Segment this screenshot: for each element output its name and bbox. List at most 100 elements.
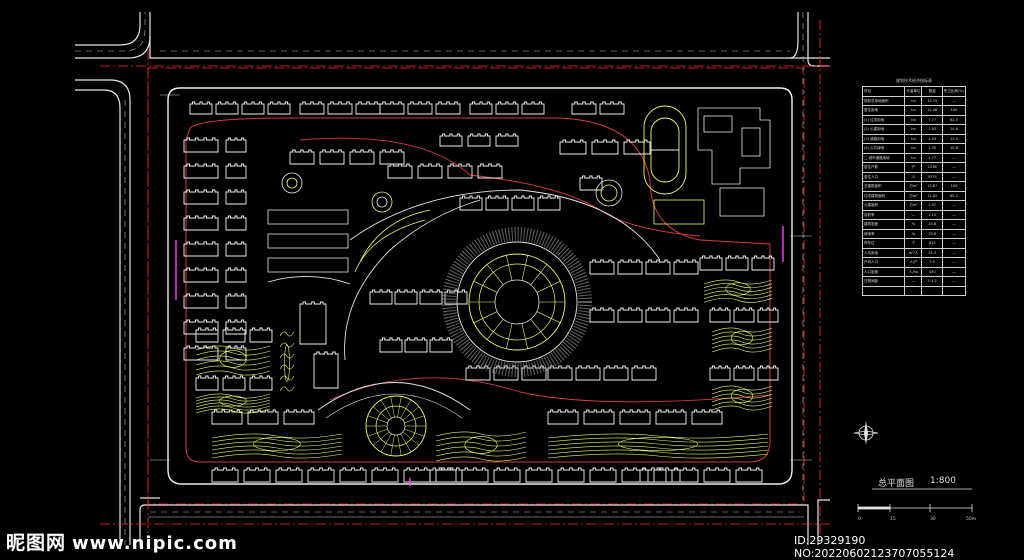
building-footprint (225, 163, 247, 179)
garden-path (211, 449, 343, 455)
building-footprint (735, 467, 763, 483)
building-footprint (733, 307, 755, 323)
inner-ring-road (185, 117, 771, 463)
building-footprint (319, 149, 345, 165)
table-cell: 住宅建筑面积 (861, 190, 906, 201)
garden-path (279, 342, 295, 348)
building-footprint (461, 467, 489, 483)
building-footprint (183, 345, 219, 361)
garden-pond (730, 330, 754, 346)
building-footprint (349, 149, 375, 165)
table-cell: m²/人 (904, 247, 923, 258)
garden-path (711, 401, 773, 407)
table-cell: ha (904, 105, 923, 116)
table-cell: 15.75 (921, 95, 943, 106)
table-cell: 人/户 (904, 257, 923, 268)
garden-path (703, 297, 773, 303)
building-footprint (557, 467, 585, 483)
garden-path (435, 456, 527, 462)
garden-path (711, 393, 773, 399)
building-footprint (339, 467, 367, 483)
table-cell: 公建面积 (861, 200, 906, 211)
table-cell: — (941, 209, 967, 220)
building-footprint (247, 409, 279, 425)
table-cell: 万m² (904, 181, 923, 192)
garden-path (547, 433, 769, 439)
garden-path (703, 294, 773, 300)
watermark-image-id: ID:29329190 NO:20220602123707055124 (794, 534, 955, 560)
plaza-spoke (372, 406, 390, 421)
building-footprint (703, 467, 731, 483)
table-cell: 户 (904, 162, 923, 173)
south-round-plaza (317, 382, 471, 457)
small-plazas (281, 172, 623, 213)
scale-label: 30 (930, 516, 936, 522)
landscape-gardens (195, 279, 773, 462)
building-footprint (215, 101, 239, 115)
garden-path (211, 453, 343, 459)
plaza-spoke (530, 319, 548, 340)
table-cell: — (941, 247, 967, 258)
building-footprint (547, 365, 573, 381)
scale-label: 15 (890, 516, 896, 522)
building-footprint (394, 289, 418, 305)
building-footprint (289, 149, 315, 165)
building-footprint (617, 259, 643, 275)
table-cell: 1.97 (921, 200, 943, 211)
plaza-spoke (404, 428, 425, 437)
plaza-spoke (397, 434, 402, 456)
building-footprint (511, 195, 535, 211)
table-row: 容积率—1.10— (861, 209, 967, 220)
table-cell: (2) 公建用地 (861, 124, 906, 135)
table-cell: 规划总用地面积 (861, 95, 906, 106)
table-cell: 815 (921, 238, 943, 249)
property-boundary (100, 20, 830, 540)
garden-path (435, 451, 527, 457)
building-footprint (183, 163, 219, 179)
building-footprint (189, 101, 213, 115)
garden-path (711, 331, 773, 337)
building-footprint (525, 467, 553, 483)
table-cell: — (941, 162, 967, 173)
building-footprint (241, 101, 265, 115)
table-cell: 人 (904, 171, 923, 182)
plan-scale: 1:800 (930, 476, 956, 486)
building-footprint (183, 215, 219, 231)
plaza-spoke (400, 433, 412, 453)
table-cell: 数量 (921, 86, 943, 97)
building-footprint (283, 409, 315, 425)
building-footprint (589, 467, 617, 483)
table-cell: — (904, 209, 923, 220)
garden-path (195, 408, 271, 414)
building-footprint (709, 365, 731, 381)
north-arrow-icon (853, 420, 879, 450)
building-footprint (725, 255, 749, 271)
building-footprint (435, 101, 461, 115)
table-cell: % (904, 228, 923, 239)
garden-path (195, 396, 271, 402)
building-footprint (603, 365, 629, 381)
garden-pond (725, 282, 751, 296)
building-footprint (757, 365, 779, 381)
table-cell: ha (904, 133, 923, 144)
building-footprint (183, 319, 219, 335)
building-footprint (407, 101, 433, 115)
table-cell: 人/ha (904, 266, 923, 277)
building-footprint (467, 133, 491, 147)
table-cell: 总建筑面积 (861, 181, 906, 192)
garden-path (711, 397, 773, 403)
plaza-spoke (380, 433, 392, 453)
garden-path (195, 399, 271, 405)
garden-path (547, 445, 769, 451)
garden-path (703, 279, 773, 285)
table-cell: 35.6 (921, 228, 943, 239)
building-footprint (417, 163, 443, 179)
